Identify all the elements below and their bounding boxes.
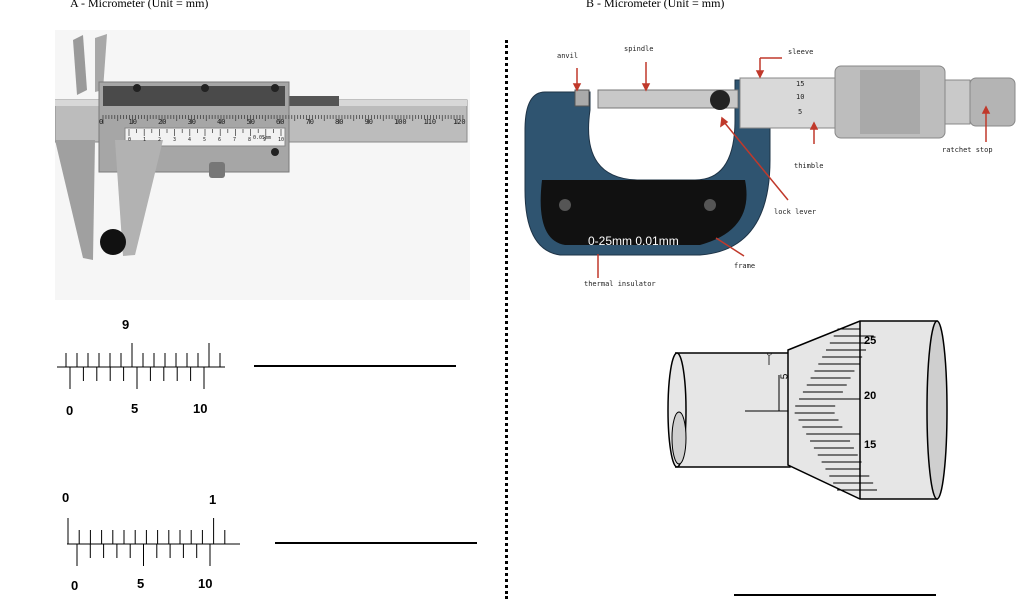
thimble-label-15: 15 [864, 439, 877, 451]
section-divider [505, 40, 508, 599]
label-sleeve: sleeve [788, 48, 814, 56]
label-ratchet-stop: ratchet stop [942, 146, 993, 154]
vernier-1-bottom-label-5: 5 [131, 401, 139, 416]
vernier-scale-number: 10 [278, 137, 285, 143]
sleeve-num-2: 10 [796, 93, 805, 101]
main-scale-number: 0 [99, 118, 104, 126]
label-thermal-insulator: thermal insulator [584, 280, 656, 288]
vernier-2-bottom-label-0: 0 [71, 578, 79, 593]
answer-line-2[interactable] [275, 542, 477, 544]
vernier-1-top-label: 9 [122, 317, 130, 332]
vernier-scale-number: 2 [158, 137, 162, 143]
micrometer-drawing [524, 57, 1016, 278]
vernier-tag: 0.05mm [253, 135, 272, 141]
vernier-1-bottom-label-10: 10 [193, 401, 208, 416]
vernier-scale-2: 0 1 0 5 10 [55, 488, 245, 599]
micrometer-photo: anvil spindle sleeve thimble ratchet sto… [520, 40, 1020, 300]
main-scale-number: 90 [364, 118, 373, 126]
label-anvil: anvil [557, 52, 579, 60]
main-scale-number: 10 [128, 118, 137, 126]
main-scale-number: 80 [335, 118, 344, 126]
frame-range-text: 0-25mm 0.01mm [588, 234, 679, 248]
vernier-scale-2-drawing [67, 518, 240, 566]
vernier-scale-number: 3 [173, 137, 177, 143]
thimble-svg [667, 320, 948, 500]
label-spindle: spindle [624, 45, 654, 53]
main-scale-number: 50 [246, 118, 255, 126]
main-scale-number: 120 [453, 118, 466, 126]
thimble-label-25: 25 [864, 335, 877, 347]
label-lock-lever: lock lever [774, 208, 817, 216]
caliper-drawing [54, 34, 468, 260]
sleeve-label-0: 0 [767, 352, 774, 356]
section-a-title: A - Micrometer (Unit = mm) [70, 0, 209, 10]
thimble-label-20: 20 [864, 390, 877, 402]
vernier-scale-number: 6 [218, 137, 222, 143]
main-scale-number: 60 [276, 118, 285, 126]
vernier-scale-number: 1 [143, 137, 147, 143]
vernier-2-top-label-0: 0 [62, 490, 70, 505]
main-scale-number: 100 [394, 118, 407, 126]
micrometer-thimble-drawing: 0 5 25 20 15 [665, 315, 955, 505]
vernier-2-top-label-1: 1 [209, 492, 217, 507]
vernier-2-bottom-label-10: 10 [198, 576, 213, 591]
main-scale-number: 20 [158, 118, 167, 126]
sleeve-label-5: 5 [779, 373, 791, 380]
vernier-2-bottom-label-5: 5 [137, 576, 145, 591]
label-frame: frame [734, 262, 756, 270]
sleeve-num-1: 15 [796, 80, 805, 88]
vernier-caliper-photo: 0 10 20 30 40 50 60 70 80 90 100 110 120 0 1 2 3 4 5 6 7 8 9 1… [54, 30, 470, 300]
sleeve-num-3: 5 [798, 108, 803, 116]
main-scale-number: 40 [217, 118, 226, 126]
vernier-scale-1-drawing [57, 343, 225, 389]
vernier-scale-number: 8 [248, 137, 252, 143]
vernier-scale-number: 4 [188, 137, 192, 143]
vernier-scale-number: 9 [263, 137, 267, 143]
section-b-title: B - Micrometer (Unit = mm) [586, 0, 725, 10]
vernier-scale-number: 7 [233, 137, 237, 143]
main-scale-number: 70 [305, 118, 314, 126]
label-thimble: thimble [794, 162, 824, 170]
main-scale-number: 110 [423, 118, 437, 126]
answer-line-3[interactable] [734, 594, 936, 596]
vernier-scale-number: 0 [128, 137, 132, 143]
main-scale-number: 30 [187, 118, 196, 126]
vernier-scale-1: 9 0 5 10 [55, 315, 235, 425]
vernier-scale-number: 5 [203, 137, 207, 143]
vernier-1-bottom-label-0: 0 [66, 403, 74, 418]
answer-line-1[interactable] [254, 365, 456, 367]
